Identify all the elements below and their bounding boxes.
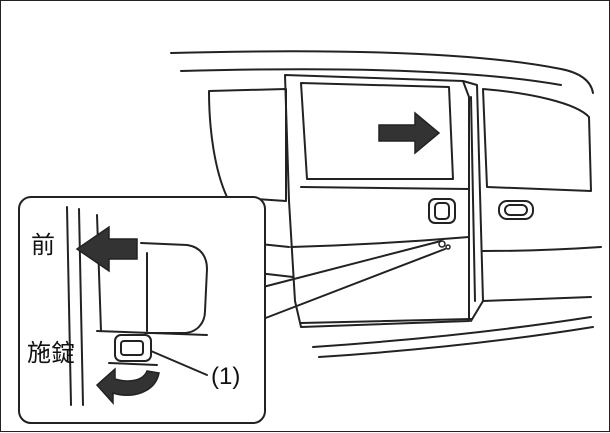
lock-knob-base [108, 362, 158, 366]
callout-leader-bottom [262, 248, 446, 320]
front-door-window [482, 88, 592, 192]
callout-1-leader [150, 350, 208, 376]
door-window-sill [300, 186, 470, 190]
b-pillar-inner [470, 96, 476, 302]
sliding-door-outline [284, 74, 470, 328]
inset-inner-handle [140, 242, 208, 334]
van-roof-inner-line [180, 68, 562, 86]
inset-door-edge-2 [78, 208, 84, 406]
running-board [312, 316, 592, 348]
running-board-lower [318, 326, 594, 358]
door-window [300, 82, 454, 180]
lock-label: 施錠 [27, 339, 75, 367]
door-rocker-line [300, 318, 472, 324]
door-body-line [290, 236, 470, 248]
front-door-bottom [482, 296, 592, 302]
curved-arrow-icon [95, 367, 160, 405]
front-door-body-line [482, 246, 602, 252]
lock-point-marker [438, 240, 451, 250]
lock-knob-inner [120, 340, 144, 356]
van-roof-line [170, 50, 594, 94]
front-door-handle [498, 200, 534, 220]
door-handle-inner [434, 202, 450, 220]
door-handle-outer [428, 198, 456, 224]
front-label: 前 [31, 231, 55, 259]
inset-panel-line [96, 330, 208, 336]
rear-window-frame [208, 88, 287, 202]
arrow-right-icon [378, 111, 441, 155]
front-door-handle-inner [504, 204, 528, 216]
inset-door-edge [66, 206, 72, 406]
lock-knob-outer [114, 334, 152, 362]
callout-leader-top [262, 240, 442, 288]
arrow-left-icon [75, 225, 138, 273]
callout-1-label: (1) [211, 363, 241, 390]
b-pillar [462, 80, 484, 322]
